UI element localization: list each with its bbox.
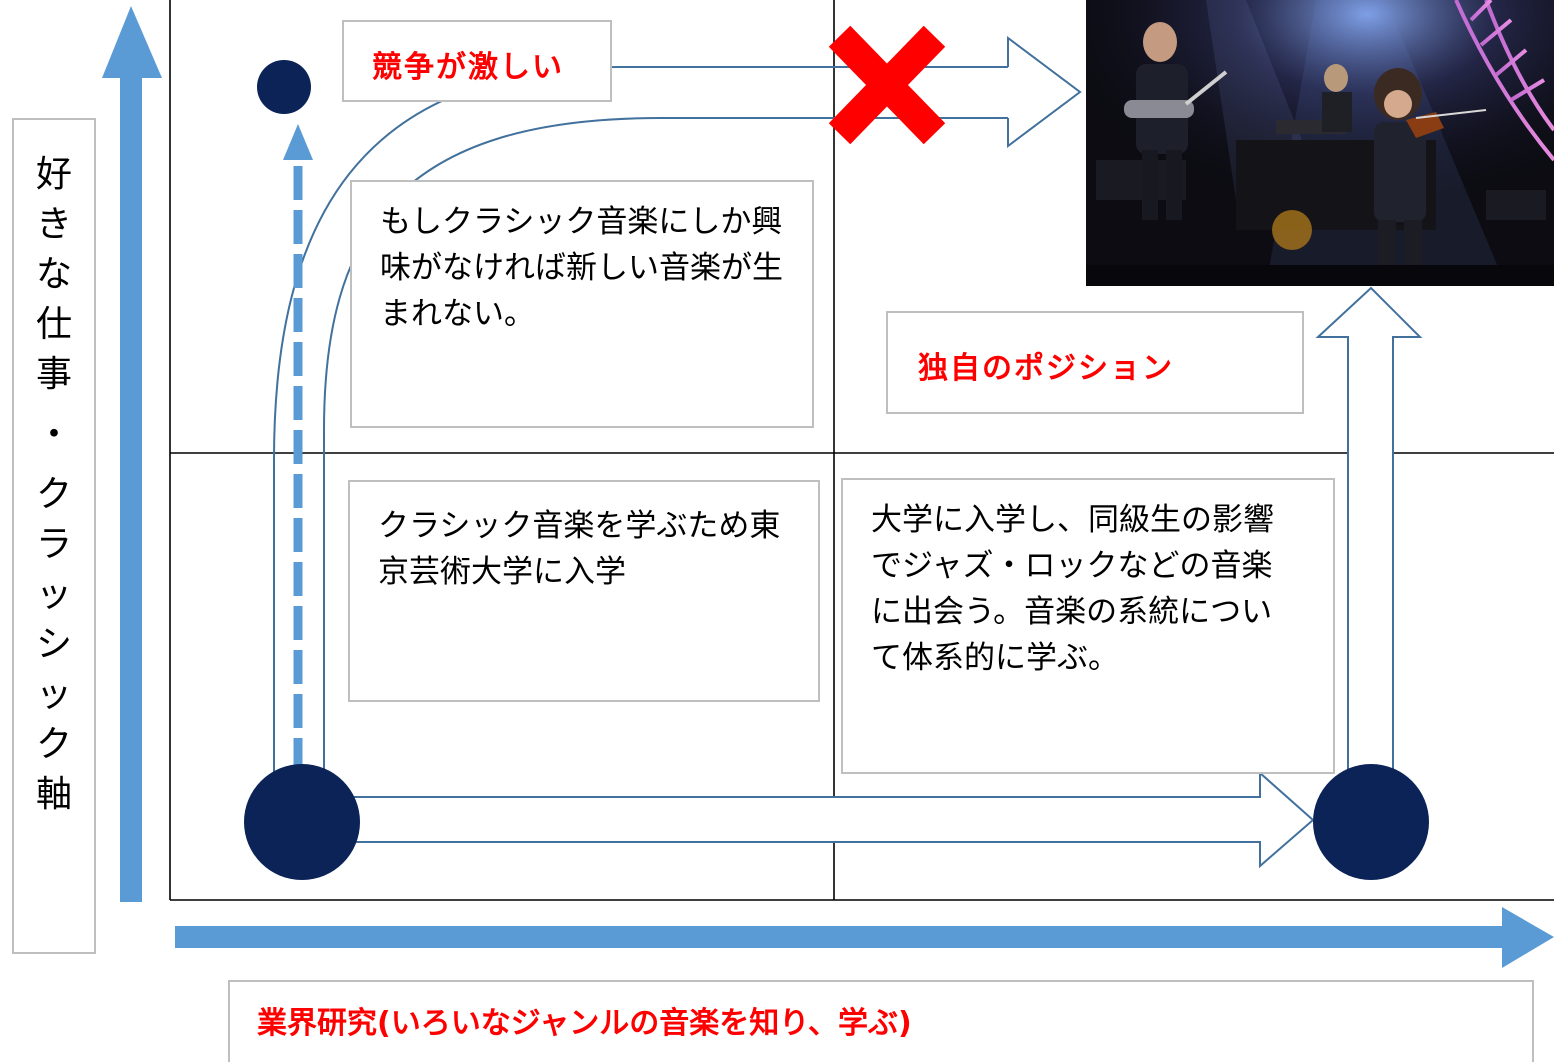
bottom-left-dot: [244, 764, 360, 880]
y-axis-label-char: 仕: [35, 304, 72, 345]
y-axis-label-char: 好: [35, 154, 72, 195]
dashed-up-arrow: [283, 124, 313, 772]
competition-label: 競争が激しい: [372, 50, 564, 85]
red-x-icon: [828, 25, 946, 145]
y-axis-label-char: シ: [35, 624, 72, 665]
concert-photo-icon: [1086, 0, 1554, 286]
y-axis-label-char: な: [35, 254, 72, 295]
y-axis-label: 好きな仕事・クラッシック軸: [14, 150, 94, 820]
y-axis-arrow: [102, 6, 162, 902]
x-axis-label: 業界研究(いろいなジャンルの音楽を知り、学ぶ): [257, 1006, 912, 1041]
competition-label-box: 競争が激しい: [342, 20, 612, 102]
bottom-left-text-box: クラシック音楽を学ぶため東京芸術大学に入学: [348, 480, 820, 702]
y-axis-label-char: ク: [35, 724, 72, 765]
bottom-right-dot: [1313, 764, 1429, 880]
x-axis-arrow: [175, 907, 1554, 968]
y-axis-label-char: ッ: [35, 674, 72, 715]
y-axis-label-char: 事: [35, 354, 72, 395]
unique-position-label: 独自のポジション: [918, 351, 1174, 386]
concert-photo: [1086, 0, 1554, 286]
top-left-text-box: もしクラシック音楽にしか興味がなければ新しい音楽が生まれない。: [350, 180, 814, 428]
bottom-right-arrow: [351, 770, 1315, 869]
y-axis-label-char: ッ: [35, 574, 72, 615]
bottom-right-text: 大学に入学し、同級生の影響でジャズ・ロックなどの音楽に出会う。音楽の系統について…: [871, 502, 1274, 676]
y-axis-label-char: ・: [35, 414, 72, 455]
x-axis-label-box: 業界研究(いろいなジャンルの音楽を知り、学ぶ): [228, 980, 1534, 1062]
right-up-arrow: [1315, 286, 1423, 781]
y-axis-label-char: ラ: [35, 524, 72, 565]
y-axis-label-char: き: [35, 204, 72, 245]
quadrant-grid: [169, 0, 1554, 901]
top-left-text: もしクラシック音楽にしか興味がなければ新しい音楽が生まれない。: [380, 204, 783, 332]
y-axis-label-char: 軸: [35, 774, 72, 815]
y-axis-label-char: ク: [35, 474, 72, 515]
unique-position-label-box: 独自のポジション: [886, 311, 1304, 414]
bottom-right-text-box: 大学に入学し、同級生の影響でジャズ・ロックなどの音楽に出会う。音楽の系統について…: [841, 478, 1335, 774]
y-axis-label-box: 好きな仕事・クラッシック軸: [12, 118, 96, 954]
top-left-dot: [257, 60, 311, 114]
bottom-left-text: クラシック音楽を学ぶため東京芸術大学に入学: [378, 508, 781, 590]
